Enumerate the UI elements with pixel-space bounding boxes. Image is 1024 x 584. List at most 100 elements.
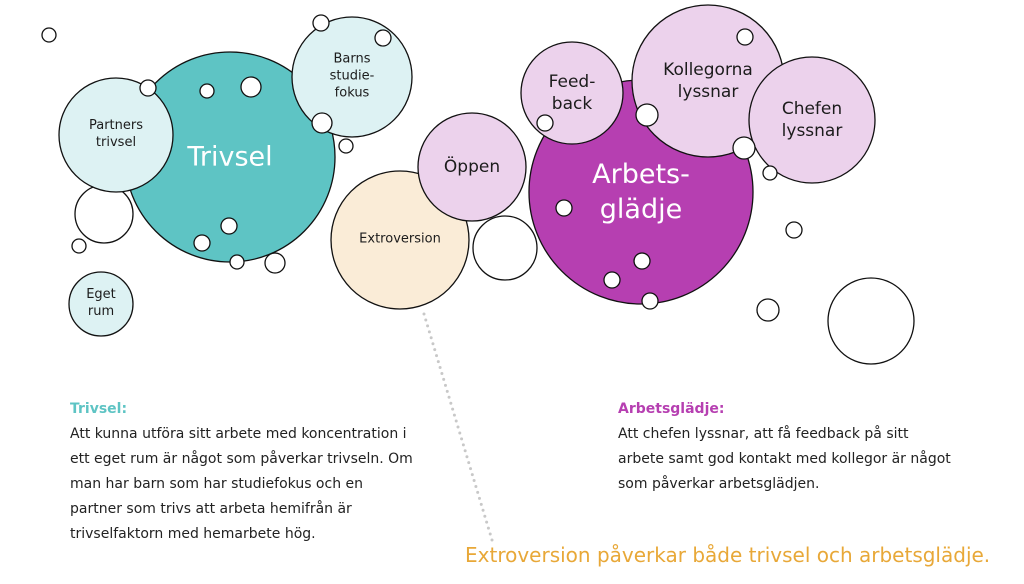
bubble-chefen-lyssnar	[748, 56, 876, 184]
connector-dot	[433, 348, 437, 352]
bubble-label-trivsel: Trivsel	[187, 139, 272, 174]
connector-dot	[461, 443, 465, 447]
decorative-dot	[762, 165, 778, 181]
connector-dot	[465, 455, 469, 459]
decorative-dot	[264, 252, 286, 274]
bubble-label-line: Partners	[88, 118, 144, 134]
decorative-dot	[139, 79, 157, 97]
bubble-label-line: Barns	[333, 51, 371, 67]
connector-dot	[443, 383, 447, 387]
connector-dot	[486, 526, 490, 530]
connector-dot	[456, 425, 460, 429]
bubble-label-line: Chefen	[781, 98, 843, 119]
decorative-dot	[603, 271, 621, 289]
connector-dot	[442, 377, 446, 381]
bubble-label-line: lyssnar	[781, 121, 843, 141]
decorative-dot	[736, 28, 754, 46]
bubble-label-line: trivsel	[95, 135, 137, 150]
connector-dot	[449, 401, 453, 405]
connector-dot	[454, 419, 458, 423]
bubble-label-line: Arbets-	[592, 158, 690, 190]
connector-dot	[422, 312, 426, 316]
decorative-bubbles-large	[74, 184, 915, 365]
connector-dot	[429, 336, 433, 340]
connector-dot	[424, 318, 428, 322]
connector-dot	[490, 538, 494, 542]
connector-dot	[447, 395, 451, 399]
bubble-label-line: back	[551, 94, 593, 114]
connector-dot	[469, 467, 473, 471]
connector-dot	[438, 366, 442, 370]
bubble-label-line: Kollegorna	[663, 59, 753, 80]
bubble-label-line: Feed-	[548, 71, 596, 92]
decorative-dot	[240, 76, 262, 98]
caption-trivsel-title: Trivsel:	[70, 401, 128, 417]
bubble-partners-trivsel	[58, 77, 174, 193]
connector-dot	[477, 496, 481, 500]
bubble-label-line: Eget	[86, 287, 116, 303]
bubble-label-line: Trivsel	[187, 141, 273, 173]
decorative-dot	[756, 298, 780, 322]
connector-dot	[472, 479, 476, 483]
bubble-label-line: glädje	[599, 194, 683, 225]
bubble-label-extroversion: Extroversion	[359, 232, 441, 249]
bubble-label-line: fokus	[334, 85, 370, 101]
decorative-bubble	[74, 184, 134, 244]
connector-dot	[476, 490, 480, 494]
decorative-dot	[555, 199, 573, 217]
decorative-dot	[41, 27, 57, 43]
connector-dot	[440, 371, 444, 375]
connector-dot	[483, 514, 487, 518]
decorative-dot	[635, 103, 659, 127]
connector-dot	[426, 324, 430, 328]
bubble-label-line: Öppen	[443, 156, 501, 177]
decorative-bubbles-small	[41, 14, 803, 322]
decorative-dot	[732, 136, 756, 160]
connector-dot	[460, 437, 464, 441]
connector-dot	[474, 484, 478, 488]
caption-arbetsgladje-title: Arbetsglädje:	[618, 401, 725, 417]
connector-dot	[427, 330, 431, 334]
connector-dot	[431, 342, 435, 346]
connector-dot	[445, 389, 449, 393]
connector-dot	[470, 473, 474, 477]
decorative-dot	[785, 221, 803, 239]
connector-dot	[458, 431, 462, 435]
decorative-dot	[338, 138, 354, 154]
connector-dot	[479, 502, 483, 506]
bubble-label-feedback: Feed-back	[549, 71, 596, 115]
bubble-barns-studiefokus	[291, 16, 413, 138]
connector-dot	[481, 508, 485, 512]
decorative-dot	[229, 254, 245, 270]
decorative-dot	[220, 217, 238, 235]
decorative-dot	[199, 83, 215, 99]
bubble-label-line: Extroversion	[359, 231, 441, 247]
decorative-bubble	[827, 277, 915, 365]
decorative-dot	[193, 234, 211, 252]
decorative-dot	[374, 29, 392, 47]
connector-dot	[488, 532, 492, 536]
decorative-dot	[311, 112, 333, 134]
bubble-label-line: studie-	[329, 68, 375, 84]
bubble-label-oppen: Öppen	[444, 156, 500, 178]
connector-dot	[467, 461, 471, 465]
bubble-label-arbetsgladje: Arbets-glädje	[592, 157, 690, 227]
caption-trivsel-body: Att kunna utföra sitt arbete med koncent…	[70, 426, 413, 542]
decorative-dot	[312, 14, 330, 32]
summary-text: Extroversion påverkar både trivsel och a…	[465, 543, 991, 567]
connector-dot	[436, 360, 440, 364]
decorative-bubble	[472, 215, 538, 281]
bubble-label-line: lyssnar	[677, 82, 739, 102]
decorative-dot	[71, 238, 87, 254]
caption-arbetsgladje: Arbetsglädje: Att chefen lyssnar, att få…	[618, 397, 953, 497]
bubble-oppen	[417, 112, 527, 222]
dotted-connector	[422, 312, 494, 542]
bubble-eget-rum	[68, 271, 134, 337]
connector-dot	[452, 413, 456, 417]
decorative-dot	[633, 252, 651, 270]
